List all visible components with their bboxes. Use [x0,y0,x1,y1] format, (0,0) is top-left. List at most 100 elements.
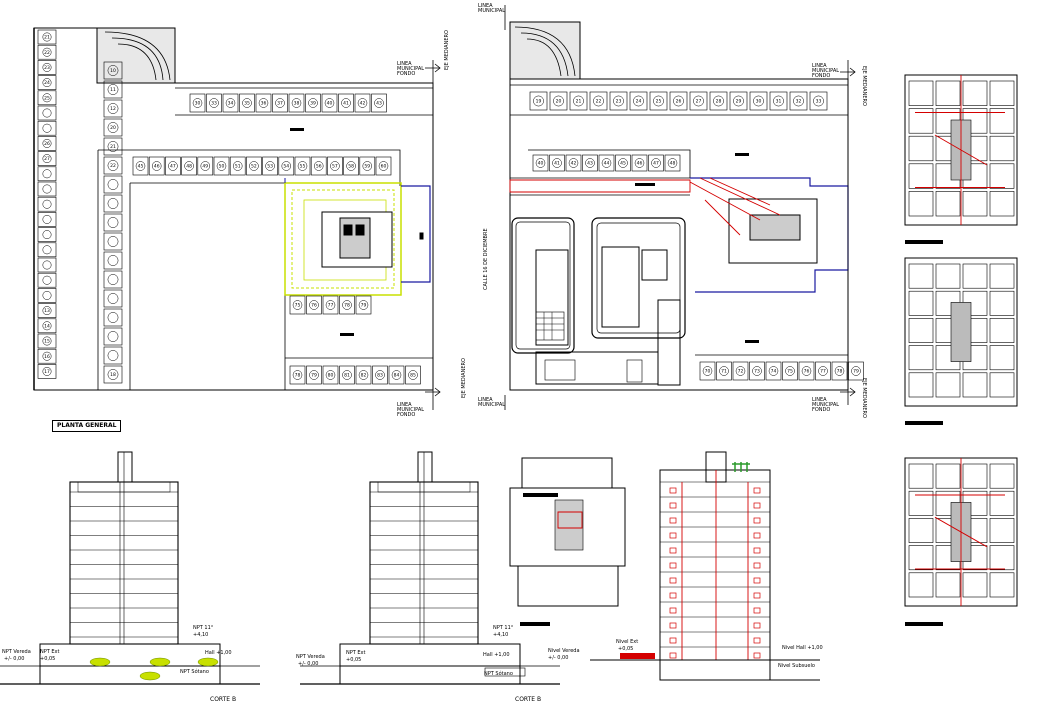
stall-number: 50 [219,164,225,170]
parking-stall: 22 [103,156,123,175]
floor-plan [904,457,1018,607]
tree [732,462,738,472]
parking-stall: 32 [789,91,808,111]
vehicle [139,671,161,681]
parking-stall: 19 [529,91,548,111]
parking-stall [37,242,57,258]
eje-medianero-bottom-left: EJE MEDIANERO [461,358,467,398]
parking-stall: 40 [321,93,338,113]
parking-stall: 24 [37,75,57,90]
parking-stall [37,105,57,121]
stall-number: 45 [620,161,626,167]
vereda-val-left: +/- 0,00 [4,656,25,662]
parking-stall: 13 [37,303,57,318]
stall-number: 57 [332,164,338,170]
plumb-vereda: Nivel Vereda [548,648,580,654]
stall-number: 31 [776,99,782,105]
parking-stall: 78 [339,295,355,315]
stall-number: 26 [676,99,682,105]
stall-number: 76 [804,369,810,375]
parking-stall: 29 [729,91,748,111]
parking-stall: 46 [631,154,648,172]
stall-number: 75 [787,369,793,375]
parking-stall [103,346,123,365]
stall-number: 33 [211,101,217,107]
stall-number: 72 [738,369,744,375]
stall-number: 45 [138,164,144,170]
site-plan-left [33,27,434,391]
parking-stall [103,270,123,289]
stall-number: 85 [410,373,416,379]
stall-number: 33 [816,99,822,105]
stall-number: 11 [110,87,116,93]
parking-stall: 16 [37,348,57,364]
parking-stall: 52 [246,156,262,176]
plumb-sotano: Nivel Subsuelo [778,663,815,669]
parking-stall: 70 [699,361,716,381]
stall-number: 35 [244,101,250,107]
parking-stall: 48 [181,156,197,176]
parking-stall: 79 [306,365,322,385]
hall-right: Hall +1,00 [483,652,510,658]
stall-number: 27 [44,156,50,162]
plan-title-bars [290,128,943,626]
npt-sotano-right: NPT Sótano [484,671,513,677]
stall-number: 20 [556,99,562,105]
stall-number: 23 [616,99,622,105]
parking-stall: 73 [749,361,765,381]
vereda-right: NPT Vereda [296,654,325,660]
vehicle [197,657,219,667]
stall-number: 13 [44,308,50,314]
stall-number: 79 [853,369,859,375]
axis-markers [425,5,856,410]
stall-number: 53 [267,164,273,170]
stall-number: 46 [154,164,160,170]
parking-stall: 27 [37,151,57,166]
stall-number: 81 [344,373,350,379]
stall-number: 76 [311,303,317,309]
hall-left: Hall +1,00 [205,650,232,656]
stall-number: 12 [110,106,116,112]
stall-number: 29 [736,99,742,105]
stall-number: 79 [361,303,367,309]
parking-stall: 47 [648,154,664,172]
stall-number: 80 [328,373,334,379]
parking-stall [37,272,57,288]
parking-stall: 21 [569,91,588,111]
stall-number: 17 [44,369,50,375]
parking-stall: 21 [103,137,123,156]
stall-number: 60 [381,164,387,170]
parking-stall: 79 [848,361,864,381]
plan-title-box: PLANTA GENERAL [52,420,122,432]
linea-municipal-fondo-right: LINEA MUNICIPAL FONDO [812,63,840,79]
stall-number: 77 [328,303,334,309]
stall-number: 41 [554,161,560,167]
parking-stall: 46 [148,156,165,176]
stall-number: 78 [295,373,301,379]
parking-stall [37,166,57,182]
parking-stall: 60 [375,156,392,176]
stall-number: 24 [636,99,642,105]
parking-stall: 15 [37,333,57,349]
parking-stall [37,227,57,242]
stall-number: 21 [110,144,116,150]
parking-stall: 49 [197,156,214,176]
npt-ext-val-left: +0,05 [40,656,56,662]
plumb-vereda-val: +/- 0,00 [548,655,569,661]
stall-number: 28 [716,99,722,105]
eje-medianero-label-left: EJE MEDIANERO [444,30,450,70]
parking-stall: 56 [310,156,327,176]
parking-stall: 24 [629,91,648,111]
stall-number: 59 [364,164,370,170]
plumb-ext-val: +0,05 [618,646,634,652]
parking-stall: 53 [262,156,278,176]
stall-number: 27 [696,99,702,105]
stall-number: 49 [202,164,208,170]
parking-stall: 14 [37,318,57,334]
stall-number: 19 [536,99,542,105]
npt-sotano-left: NPT Sótano [180,669,209,675]
parking-stall: 77 [322,295,339,315]
stall-number: 18 [110,372,116,378]
parking-stall: 47 [165,156,181,176]
